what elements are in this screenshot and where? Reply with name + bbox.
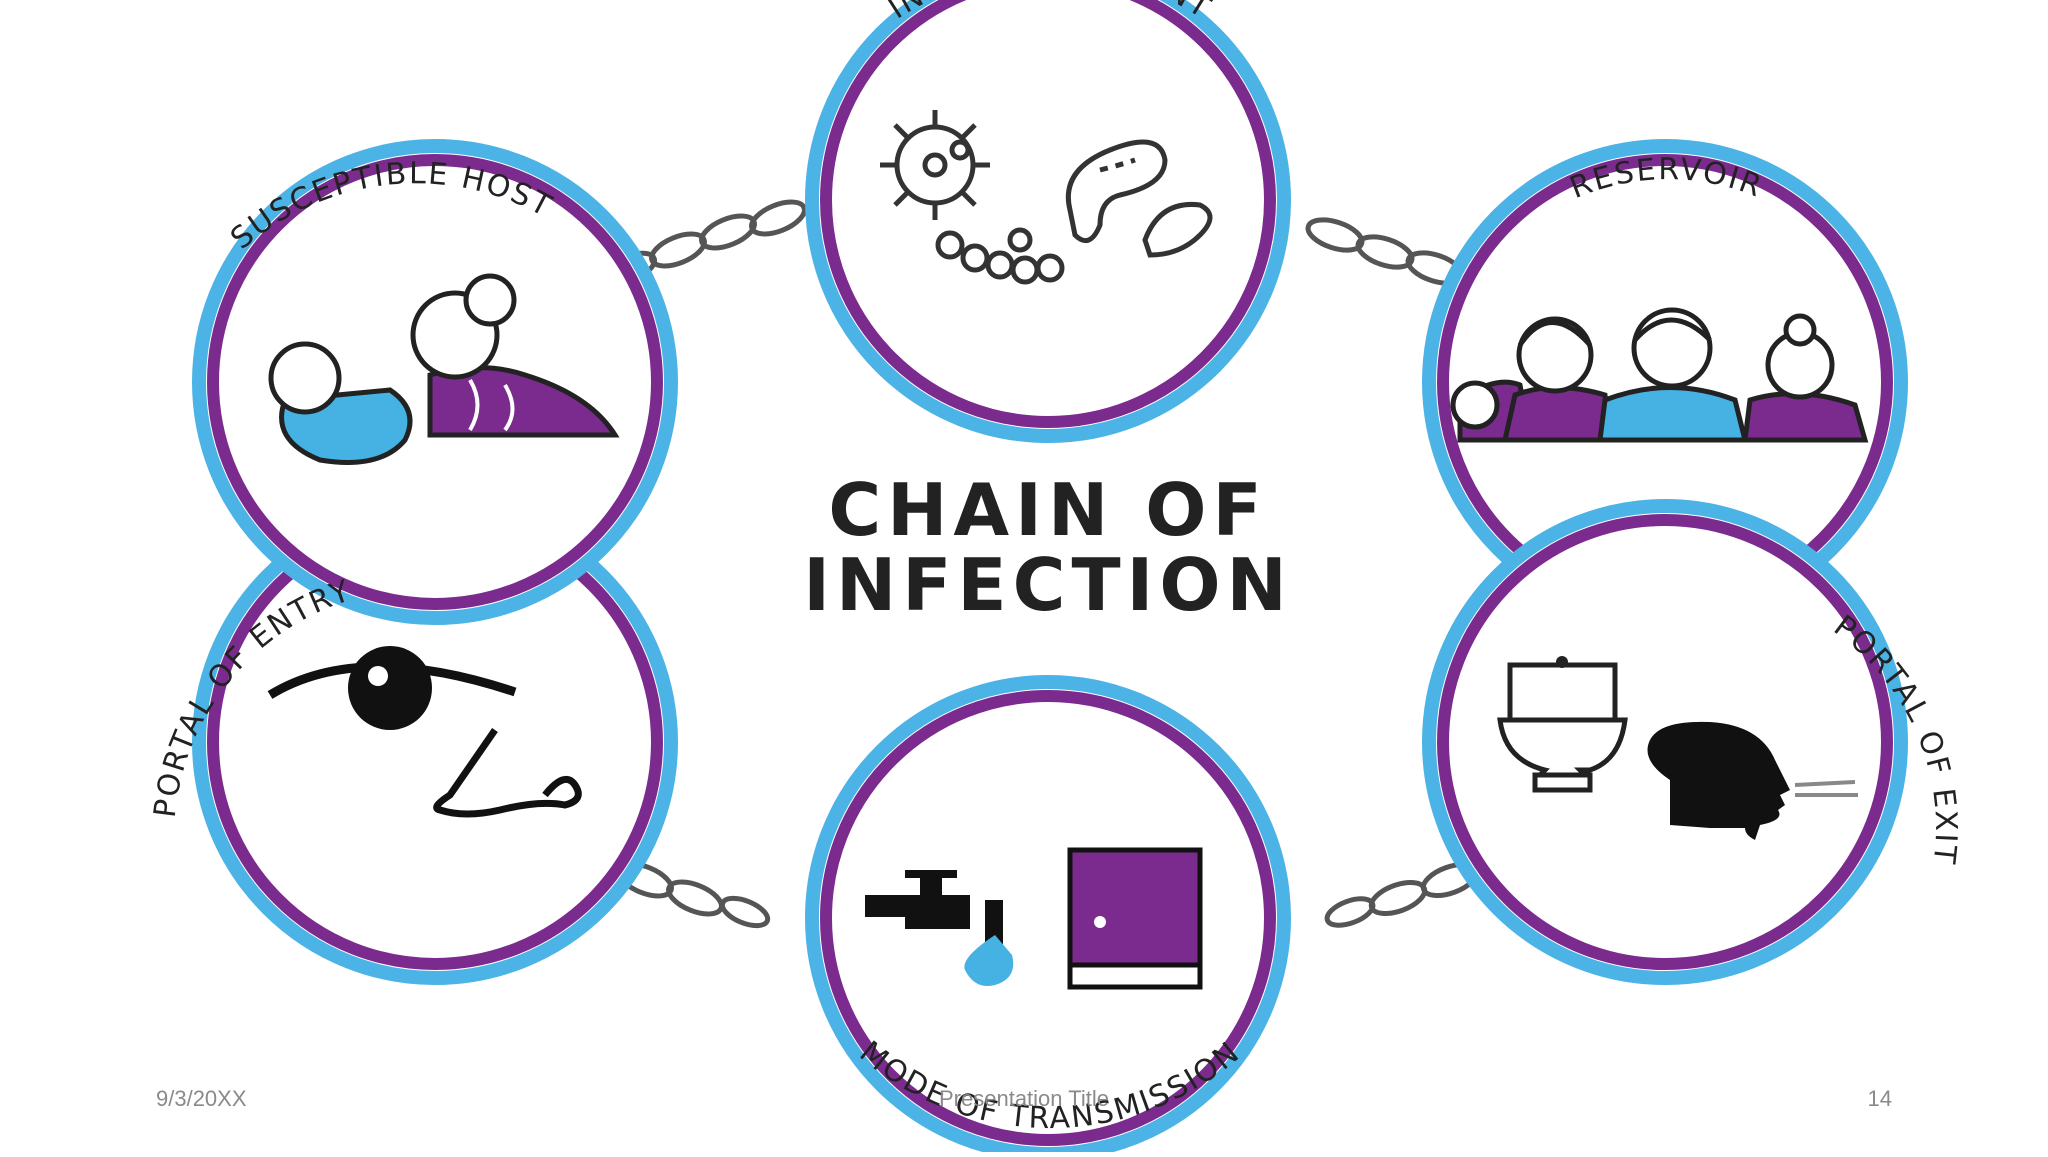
eye-and-nose-icon xyxy=(267,646,582,818)
microbes-icon xyxy=(880,110,1213,285)
faucet-and-door-icon xyxy=(865,847,1203,990)
footer-page-number: 14 xyxy=(1867,1086,1892,1111)
toilet-and-cough-icon xyxy=(1497,656,1858,840)
diagram-title-line2: INFECTION xyxy=(803,543,1293,627)
node-portal-of-exit xyxy=(1422,499,1908,985)
node-susceptible-host xyxy=(192,139,678,625)
node-mode-of-transmission xyxy=(805,675,1291,1157)
diagram-title-line1: CHAIN OF xyxy=(828,468,1267,552)
people-icon xyxy=(1450,307,1869,443)
node-infectious-agent xyxy=(805,0,1291,443)
footer-date: 9/3/20XX xyxy=(156,1086,247,1111)
node-portal-of-entry xyxy=(192,499,678,985)
baby-and-elder-icon xyxy=(268,273,620,465)
footer-presentation-title: Presentation Title xyxy=(939,1086,1109,1111)
cough-lines xyxy=(1794,780,1858,797)
node-reservoir xyxy=(1422,139,1908,625)
